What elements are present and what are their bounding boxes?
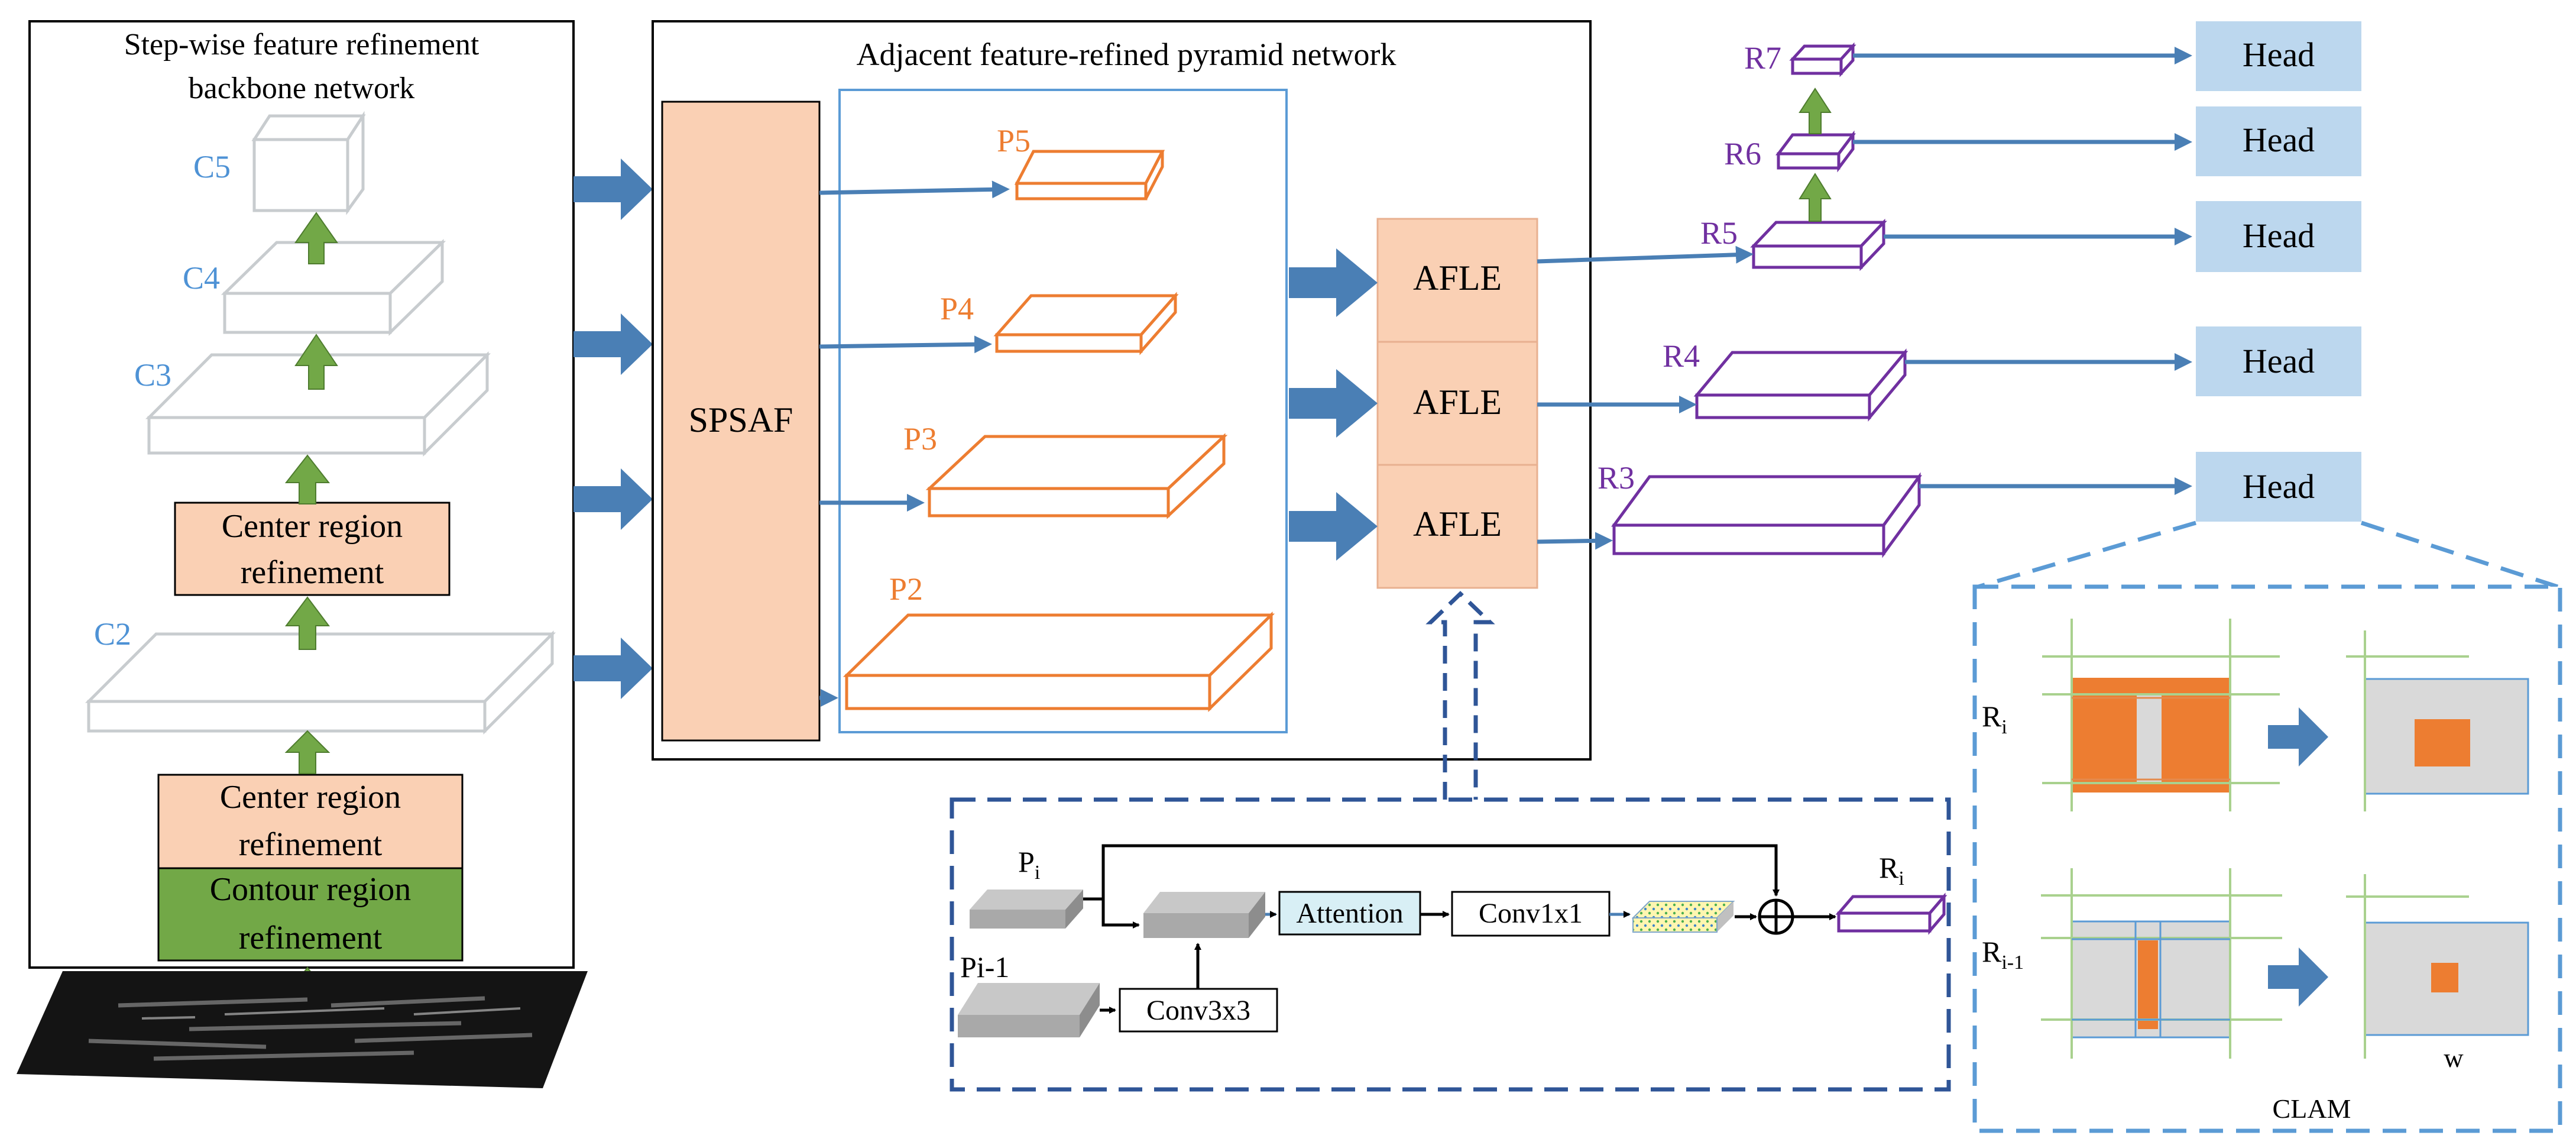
- sar-input-image: [17, 971, 588, 1088]
- pi-feature-block: [970, 890, 1083, 929]
- r-green-up-arrows: [1799, 88, 1832, 222]
- conv3x3-box: [1119, 988, 1278, 1033]
- p3-feature-block: [925, 433, 1228, 519]
- crr-lower-line1: Center region: [220, 779, 401, 816]
- weighted-feature-block: [1631, 901, 1735, 933]
- afle-detail-panel: Pi Pi-1 Attention Conv1x1 Conv3x3: [950, 591, 1951, 1092]
- output-levels: R7 R6 R5 R4 R3: [1537, 21, 2361, 558]
- backbone-title-line2: backbone network: [189, 72, 415, 105]
- conv3x3-label: Conv3x3: [1146, 995, 1250, 1026]
- p4-label: P4: [940, 291, 974, 326]
- pi-label: Pi: [1018, 845, 1040, 884]
- r6-feature-block: [1775, 130, 1856, 173]
- r4-feature-block: [1693, 348, 1908, 422]
- c2-feature-block: [85, 630, 556, 735]
- c4-label: C4: [183, 260, 220, 296]
- attention-label: Attention: [1296, 898, 1403, 929]
- attention-box: [1278, 891, 1421, 936]
- p5-label: P5: [997, 123, 1031, 159]
- add-operator-icon: [1758, 898, 1794, 935]
- clam-callout-lines: [1978, 520, 2559, 589]
- head-box-2: [2196, 106, 2361, 176]
- clam-ri1-label: Ri-1: [1982, 935, 2024, 973]
- head-box-4: [2196, 326, 2361, 396]
- c3-label: C3: [134, 357, 171, 393]
- pyramid-inner-frame: [838, 89, 1288, 733]
- p4-feature-block: [993, 292, 1179, 355]
- r6-label: R6: [1724, 136, 1761, 172]
- p2-feature-block: [843, 612, 1275, 712]
- clam-arrow-upper: [2268, 707, 2328, 766]
- ri-label: Ri: [1879, 851, 1904, 890]
- r3-label: R3: [1598, 460, 1635, 496]
- backbone-title-line1: Step-wise feature refinement: [124, 28, 479, 62]
- p3-label: P3: [903, 421, 937, 457]
- afle-label-1: AFLE: [1413, 258, 1502, 297]
- p-to-afle-arrows: [1289, 248, 1378, 561]
- pi1-feature-block: [958, 983, 1100, 1037]
- pyramid-title: Adjacent feature-refined pyramid network: [856, 37, 1396, 72]
- clam-output-lower: [2346, 874, 2529, 1059]
- afle-label-3: AFLE: [1413, 504, 1502, 544]
- afle-detail-connector: [1425, 591, 1495, 800]
- backbone-panel: Step-wise feature refinement backbone ne…: [28, 20, 575, 1019]
- clam-panel: Ri Ri-1: [1972, 520, 2562, 1133]
- p2-label: P2: [889, 571, 923, 607]
- conv1x1-label: Conv1x1: [1479, 898, 1583, 929]
- c5-label: C5: [193, 149, 231, 185]
- afle-block-1: [1376, 218, 1538, 343]
- spsaf-block: [661, 101, 821, 742]
- clam-arrow-lower: [2268, 947, 2328, 1007]
- clam-ri-label: Ri: [1982, 700, 2007, 738]
- head-label-3: Head: [2243, 216, 2315, 255]
- afle-block-3: [1376, 464, 1538, 589]
- head-box-3: [2196, 201, 2361, 272]
- r-to-head-arrows: [1853, 47, 2192, 495]
- contour-line1: Contour region: [210, 871, 411, 908]
- pyramid-panel: Adjacent feature-refined pyramid network…: [652, 20, 1592, 761]
- r4-label: R4: [1663, 338, 1700, 374]
- fused-feature-block: [1143, 892, 1265, 938]
- crr-lower-line2: refinement: [239, 826, 383, 863]
- r5-feature-block: [1750, 218, 1887, 271]
- r7-feature-block: [1789, 42, 1856, 77]
- ri-output-block: [1835, 892, 1948, 935]
- spsaf-to-p-arrows: [819, 180, 1010, 707]
- p5-feature-block: [1014, 150, 1165, 200]
- pi1-label: Pi-1: [960, 950, 1009, 984]
- afle-detail-connectors: [1083, 844, 1836, 1014]
- spsaf-label: SPSAF: [689, 400, 793, 439]
- r5-label: R5: [1700, 215, 1738, 251]
- r3-feature-block: [1611, 472, 1922, 558]
- afle-label-2: AFLE: [1413, 383, 1502, 422]
- r7-label: R7: [1744, 40, 1781, 76]
- crr-lower-box: [157, 774, 464, 869]
- c2-label: C2: [94, 616, 131, 652]
- head-label-1: Head: [2243, 35, 2315, 74]
- clam-ri1-grid: [2041, 868, 2282, 1059]
- head-label-5: Head: [2243, 467, 2315, 506]
- clam-w-label: w: [2444, 1043, 2464, 1073]
- c5-feature-block: [251, 111, 366, 215]
- backbone-to-spsaf-arrows: [573, 159, 653, 699]
- head-label-4: Head: [2243, 342, 2315, 380]
- clam-output-upper: [2346, 630, 2529, 811]
- contour-line2: refinement: [239, 920, 383, 956]
- contour-box: [157, 867, 464, 962]
- head-label-2: Head: [2243, 121, 2315, 159]
- c4-feature-block: [221, 239, 446, 336]
- crr-upper-line1: Center region: [222, 508, 403, 545]
- crr-upper-line2: refinement: [241, 554, 384, 591]
- clam-title: CLAM: [2273, 1094, 2351, 1124]
- head-box-5: [2196, 452, 2361, 522]
- head-box-1: [2196, 21, 2361, 91]
- afle-to-r-arrows: [1537, 245, 1754, 550]
- clam-ri-grid: [2042, 619, 2280, 811]
